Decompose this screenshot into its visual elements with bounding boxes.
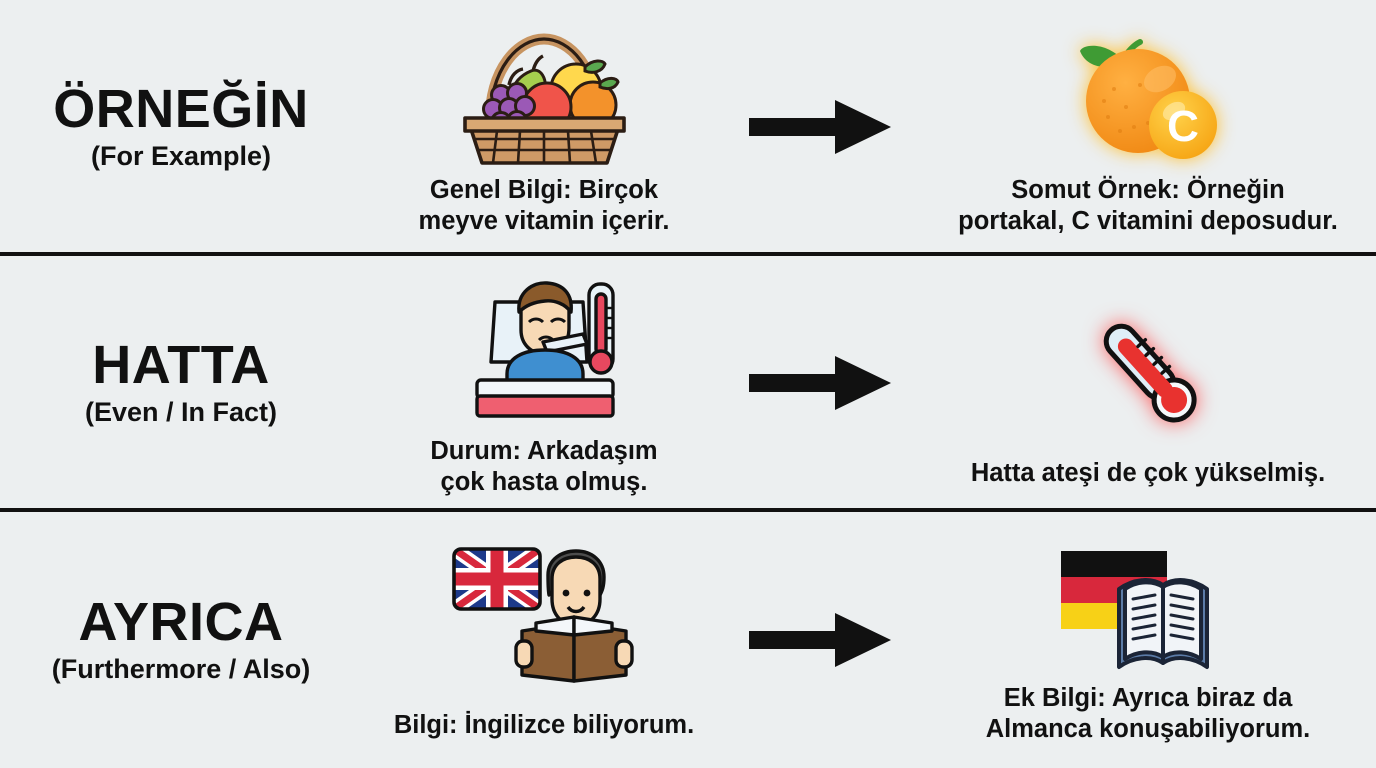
uk-flag-person-reading-icon (452, 547, 634, 684)
row-divider (0, 508, 1376, 512)
panel-caption: Ek Bilgi: Ayrıca biraz da Almanca konuşa… (985, 683, 1311, 743)
german-flag-book-art (926, 535, 1370, 675)
fruit-basket-icon (462, 33, 626, 165)
panel-caption: Genel Bilgi: Birçok meyve vitamin içerir… (418, 175, 670, 235)
german-flag-open-book-icon (1061, 550, 1209, 669)
label-cell-hatta: HATTA (Even / In Fact) (0, 334, 368, 428)
label-cell-ayrica: AYRICA (Furthermore / Also) (0, 591, 368, 685)
panel-caption: Durum: Arkadaşım çok hasta olmuş. (430, 436, 658, 496)
sick-person-art (374, 268, 714, 428)
fruit-basket-art (374, 17, 714, 167)
sick-person-in-bed-icon (475, 281, 615, 418)
row-ornegin: ÖRNEĞİN (For Example) (0, 0, 1376, 254)
panel-known-language: Bilgi: İngilizce biliyorum. (368, 538, 720, 741)
open-book-icon (1117, 578, 1209, 669)
row-title: HATTA (92, 334, 270, 395)
arrow-cell-hatta (720, 352, 920, 414)
row-title: AYRICA (78, 591, 284, 652)
arrow-cell-ornegin (720, 96, 920, 158)
arrow-right-icon (749, 613, 891, 667)
arrow-cell-ayrica (720, 609, 920, 671)
row-subtitle: (Furthermore / Also) (51, 654, 311, 685)
panel-caption: Bilgi: İngilizce biliyorum. (393, 711, 695, 740)
row-ayrica: AYRICA (Furthermore / Also) (0, 512, 1376, 768)
vitamin-c-letter: C (1167, 102, 1199, 151)
label-cell-ornegin: ÖRNEĞİN (For Example) (0, 78, 368, 172)
uk-flag-icon (452, 547, 542, 612)
arrow-right-icon (749, 100, 891, 154)
row-divider (0, 252, 1376, 256)
arrow-right-icon (749, 356, 891, 410)
panel-general-info: Genel Bilgi: Birçok meyve vitamin içerir… (368, 17, 720, 237)
hot-thermometer-icon (1103, 324, 1197, 423)
panel-fever: Hatta ateşi de çok yükselmiş. (920, 276, 1376, 489)
row-hatta: HATTA (Even / In Fact) (0, 256, 1376, 510)
panel-situation: Durum: Arkadaşım çok hasta olmuş. (368, 268, 720, 498)
row-subtitle: (Even / In Fact) (84, 397, 278, 428)
orange-vitamin-c-icon: C (1080, 38, 1217, 159)
uk-flag-person-art (374, 538, 714, 688)
orange-vitamin-art: C (926, 17, 1370, 167)
panel-additional-language: Ek Bilgi: Ayrıca biraz da Almanca konuşa… (920, 535, 1376, 745)
panel-caption: Somut Örnek: Örneğin portakal, C vitamin… (958, 175, 1338, 235)
row-title: ÖRNEĞİN (53, 78, 309, 139)
panel-caption: Hatta ateşi de çok yükselmiş. (970, 459, 1326, 488)
hot-thermometer-art (926, 276, 1370, 436)
row-subtitle: (For Example) (90, 141, 272, 172)
panel-concrete-example: C Somut Örnek: Örneğin portakal, C vitam… (920, 17, 1376, 237)
